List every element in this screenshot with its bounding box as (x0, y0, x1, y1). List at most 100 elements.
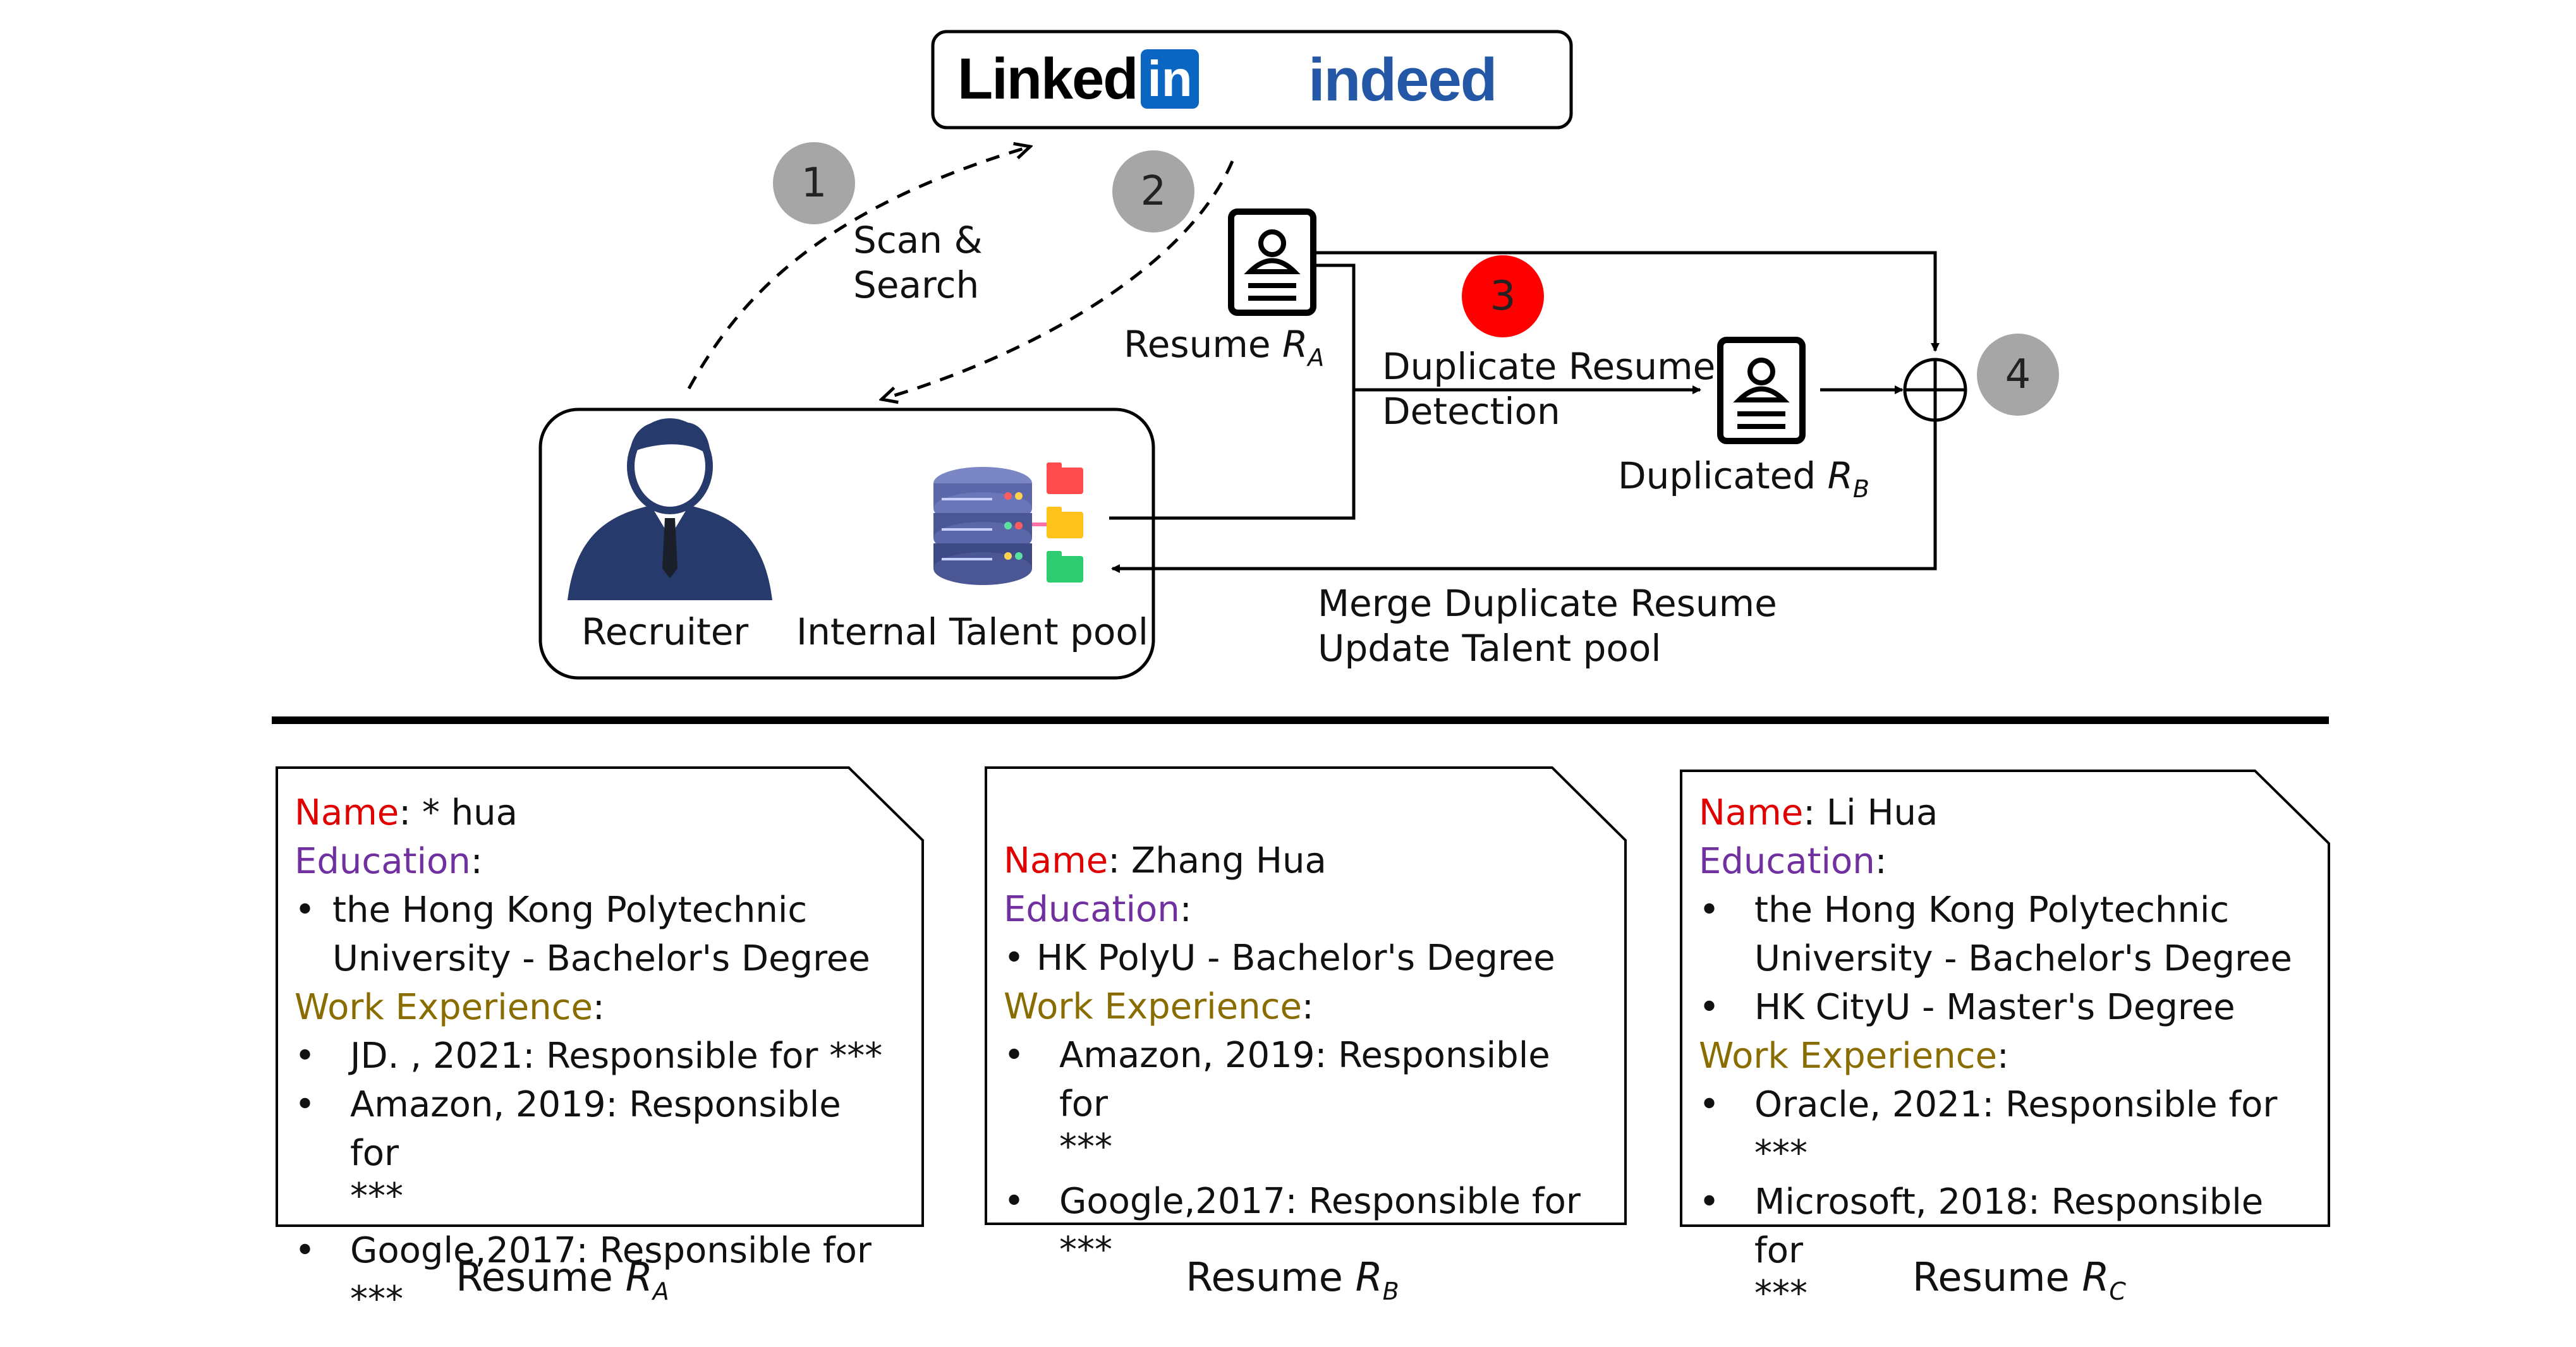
education-label: Education (1699, 841, 1875, 882)
return-arrow (882, 160, 1234, 399)
step-1-label: 1 (801, 160, 827, 207)
merge-label: Merge Duplicate Resume Update Talent poo… (1318, 581, 1777, 671)
list-item: •HK CityU - Master's Degree (1699, 983, 2304, 1032)
detection-label: Duplicate Resume Detection (1382, 344, 1715, 434)
education-colon: : (1179, 889, 1192, 930)
dup-var: R (1827, 454, 1853, 497)
linkedin-logo: Linked in (957, 44, 1199, 114)
name-label: Name (295, 792, 399, 833)
step-4-label: 4 (2005, 351, 2031, 398)
caption-sub: B (1382, 1278, 1399, 1305)
edu-item: the Hong Kong Polytechnic (332, 890, 808, 931)
edu-item: HK CityU - Master's Degree (1754, 987, 2235, 1028)
education-colon: : (1874, 841, 1887, 882)
detect-line2: Detection (1382, 389, 1560, 433)
caption-var: R (2082, 1254, 2110, 1300)
education-label: Education (295, 841, 471, 882)
work-label: Work Experience (1699, 1036, 1997, 1077)
list-item: •HK PolyU - Bachelor's Degree (1004, 934, 1603, 982)
database-icon (933, 467, 1032, 585)
list-item: •Amazon, 2019: Responsible for (295, 1080, 894, 1178)
work-colon: : (1996, 1036, 2009, 1077)
name-label: Name (1004, 840, 1109, 881)
list-item: *** (295, 1178, 894, 1216)
name-value: : Zhang Hua (1108, 840, 1327, 881)
work-row: Work Experience: (1699, 1032, 2304, 1080)
scan-search-arrow (687, 147, 1030, 390)
caption-resume-b: Resume RB (1008, 1254, 1577, 1305)
work-item: *** (350, 1176, 403, 1217)
merge-line2: Update Talent pool (1318, 626, 1662, 670)
linkedin-in-badge: in (1141, 49, 1199, 109)
edu-item: the Hong Kong Polytechnic (1754, 890, 2230, 931)
caption-var: R (1355, 1254, 1383, 1300)
caption-var: R (625, 1254, 653, 1300)
name-value: : * hua (399, 792, 518, 833)
detect-line1: Duplicate Resume (1382, 345, 1716, 388)
edu-item: University - Bachelor's Degree (1754, 938, 2292, 979)
resume-card-c: Name: Li Hua Education: •the Hong Kong P… (1682, 777, 2321, 1313)
list-item: •Google,2017: Responsible for *** (295, 1226, 894, 1324)
resume-a-label: Resume RA (1124, 322, 1324, 372)
work-label: Work Experience (295, 987, 593, 1028)
duplicated-resume-icon (1717, 337, 1806, 444)
step-3-label: 3 (1490, 273, 1516, 320)
resume-a-icon (1228, 208, 1316, 316)
work-colon: : (1301, 986, 1314, 1027)
scan-line1: Scan & (853, 219, 983, 262)
education-label: Education (1004, 889, 1180, 930)
caption-sub: A (652, 1278, 669, 1305)
work-row: Work Experience: (295, 983, 894, 1032)
name-row: Name: Zhang Hua (1004, 837, 1603, 885)
list-item: •the Hong Kong Polytechnic (1699, 886, 2304, 934)
list-item: University - Bachelor's Degree (295, 934, 894, 983)
list-item: •Microsoft, 2018: Responsible for (1699, 1178, 2304, 1275)
pool-to-detection-line (1109, 263, 1356, 520)
job-board-box (931, 30, 1573, 130)
list-item: University - Bachelor's Degree (1699, 934, 2304, 983)
caption-word: Resume (1912, 1254, 2070, 1300)
resume-card-a-frame (276, 766, 924, 1227)
name-row: Name: Li Hua (1699, 788, 2304, 837)
step-badge-3: 3 (1462, 255, 1544, 337)
dup-word: Duplicated (1618, 454, 1816, 497)
edu-item: HK PolyU - Bachelor's Degree (1036, 938, 1555, 979)
folders-icon (1032, 462, 1083, 583)
scan-line2: Search (853, 263, 980, 306)
step-2-label: 2 (1140, 168, 1167, 215)
caption-resume-a: Resume RA (278, 1254, 847, 1305)
indeed-logo-text: indeed (1308, 46, 1497, 114)
caption-sub: C (2109, 1278, 2126, 1305)
recruiter-icon (568, 418, 772, 600)
list-item: •Google,2017: Responsible for *** (1004, 1177, 1603, 1274)
work-item: Google,2017: Responsible for *** (350, 1230, 872, 1320)
name-label: Name (1699, 792, 1804, 833)
step-badge-2: 2 (1112, 150, 1194, 233)
list-item: •JD. , 2021: Responsible for *** (295, 1032, 894, 1080)
education-row: Education: (1004, 885, 1603, 934)
resume-a-word: Resume (1124, 323, 1271, 366)
list-item: •Oracle, 2021: Responsible for *** (1699, 1080, 2304, 1178)
linkedin-logo-text: Linked (957, 46, 1138, 111)
list-item: •the Hong Kong Polytechnic (295, 886, 894, 934)
indeed-logo: indeed (1308, 45, 1497, 115)
list-item: *** (1699, 1275, 2304, 1313)
education-row: Education: (295, 837, 894, 886)
dup-sub: B (1852, 475, 1869, 503)
work-item: *** (1754, 1273, 1807, 1314)
resume-a-sub: A (1308, 344, 1325, 371)
merge-line1: Merge Duplicate Resume (1318, 582, 1777, 625)
work-item: Microsoft, 2018: Responsible for (1754, 1181, 2264, 1271)
list-item: •Amazon, 2019: Responsible for (1004, 1031, 1603, 1128)
work-colon: : (592, 987, 605, 1028)
caption-word: Resume (456, 1254, 613, 1300)
scan-search-label: Scan & Search (853, 218, 983, 308)
resume-card-b-frame (985, 766, 1627, 1225)
name-value: : Li Hua (1803, 792, 1938, 833)
resume-card-b: Name: Zhang Hua Education: •HK PolyU - B… (987, 825, 1619, 1274)
education-row: Education: (1699, 837, 2304, 886)
work-item: Oracle, 2021: Responsible for *** (1754, 1084, 2278, 1174)
name-row: Name: * hua (295, 788, 894, 837)
recruiter-label: Recruiter (581, 610, 749, 653)
